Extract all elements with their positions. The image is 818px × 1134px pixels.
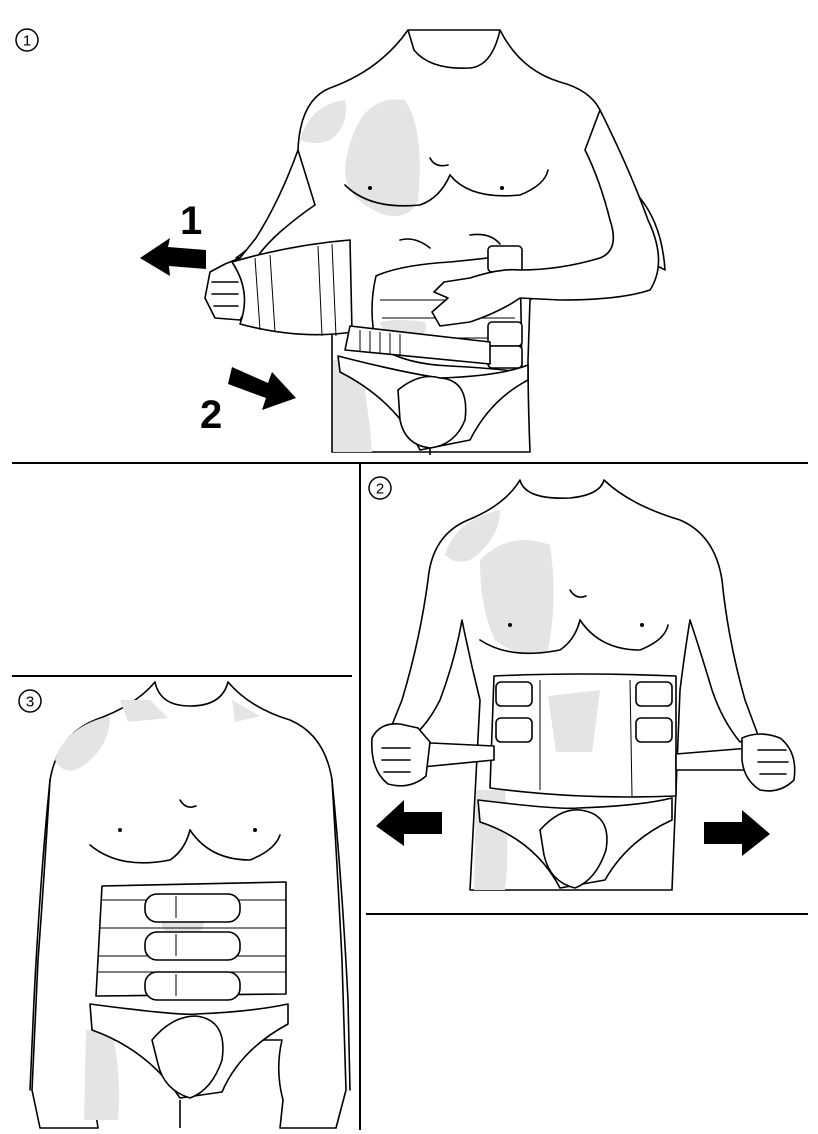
step-3-figure [29, 681, 351, 1129]
step-2-panel: 2 [368, 476, 796, 891]
step-2-marker: 2 [368, 476, 392, 500]
step-2-number: 2 [376, 481, 384, 498]
step-3-number: 3 [26, 694, 34, 711]
arrow-2-label: 2 [200, 393, 222, 437]
step-3-panel: 3 [18, 681, 351, 1129]
arrow-1-label: 1 [180, 199, 202, 243]
pull-left-arrow-1: 1 [140, 199, 206, 276]
panel-dividers [12, 462, 808, 1130]
pull-right-arrow-2: 2 [200, 367, 296, 437]
step-3-marker: 3 [18, 689, 42, 713]
pull-left-arrow [376, 800, 442, 846]
step-2-figure [371, 479, 796, 891]
pull-right-arrow [704, 810, 770, 856]
step-1-marker: 1 [15, 28, 39, 52]
step-1-number: 1 [23, 33, 31, 50]
step-1-figure [204, 29, 666, 455]
step-1-panel: 1 [15, 28, 666, 455]
